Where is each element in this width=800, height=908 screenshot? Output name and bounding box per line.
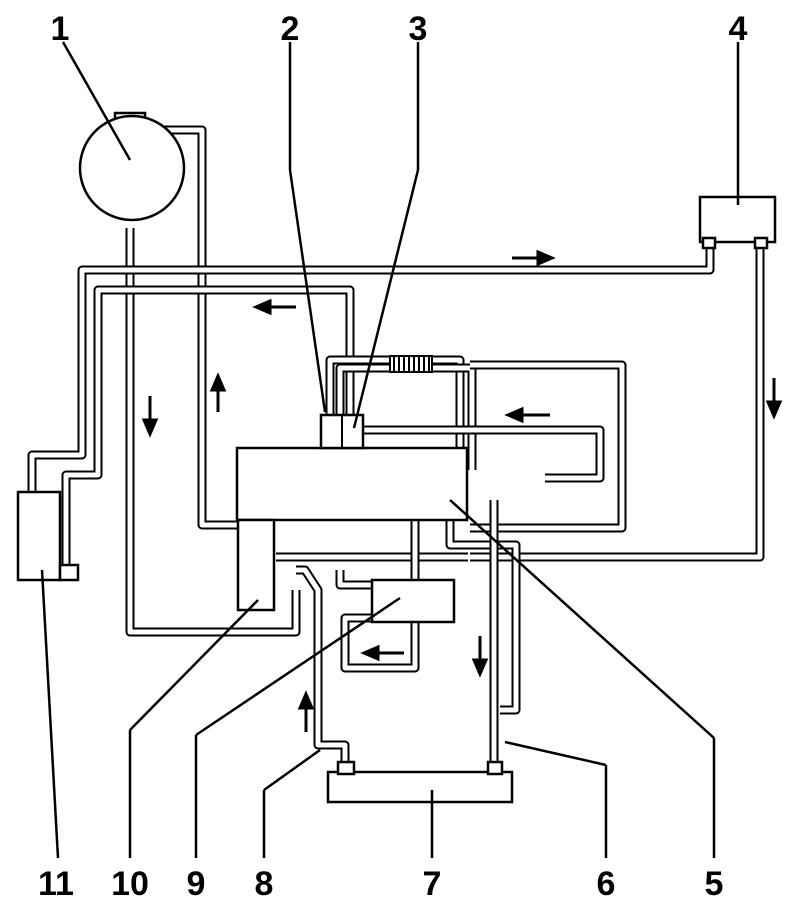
arrow-down-left bbox=[141, 396, 159, 438]
label-4: 4 bbox=[729, 10, 748, 48]
arrow-left-lower bbox=[360, 644, 404, 662]
heater-unit bbox=[698, 195, 777, 250]
cooler-fins bbox=[389, 355, 433, 373]
thermostat-housing bbox=[319, 413, 365, 450]
leader-3b bbox=[352, 169, 420, 429]
label-8: 8 bbox=[255, 865, 274, 903]
label-7: 7 bbox=[423, 865, 442, 903]
leader-11 bbox=[40, 569, 60, 859]
leader-5b bbox=[449, 499, 715, 739]
label-10: 10 bbox=[111, 865, 149, 903]
leader-10b bbox=[129, 599, 259, 731]
arrow-left-top bbox=[252, 298, 296, 316]
expansion-tank bbox=[78, 111, 186, 222]
auxiliary-unit bbox=[16, 490, 80, 582]
engine-block bbox=[235, 446, 469, 612]
leader-6b bbox=[504, 740, 607, 767]
arrow-right-top bbox=[512, 249, 556, 267]
flow-arrows bbox=[141, 249, 783, 732]
arrow-down-lower bbox=[471, 636, 489, 678]
leader-8b bbox=[263, 748, 321, 792]
label-11: 11 bbox=[38, 865, 74, 903]
label-2: 2 bbox=[281, 10, 300, 48]
leader-9b bbox=[195, 596, 401, 737]
arrow-up-lower bbox=[297, 690, 315, 732]
leader-2b bbox=[288, 169, 327, 413]
arrow-left-middle bbox=[504, 406, 550, 424]
leader-lines bbox=[40, 41, 740, 859]
label-6: 6 bbox=[597, 865, 616, 903]
label-9: 9 bbox=[187, 865, 206, 903]
leader-1 bbox=[61, 41, 132, 161]
label-5: 5 bbox=[705, 865, 724, 903]
radiator bbox=[326, 760, 514, 804]
arrow-down-right bbox=[765, 378, 783, 420]
callout-labels: 1 2 3 4 5 6 7 8 9 10 11 bbox=[38, 10, 748, 903]
label-1: 1 bbox=[51, 10, 70, 48]
oil-cooler bbox=[370, 578, 456, 624]
label-3: 3 bbox=[409, 10, 428, 48]
arrow-up-left bbox=[209, 372, 227, 412]
